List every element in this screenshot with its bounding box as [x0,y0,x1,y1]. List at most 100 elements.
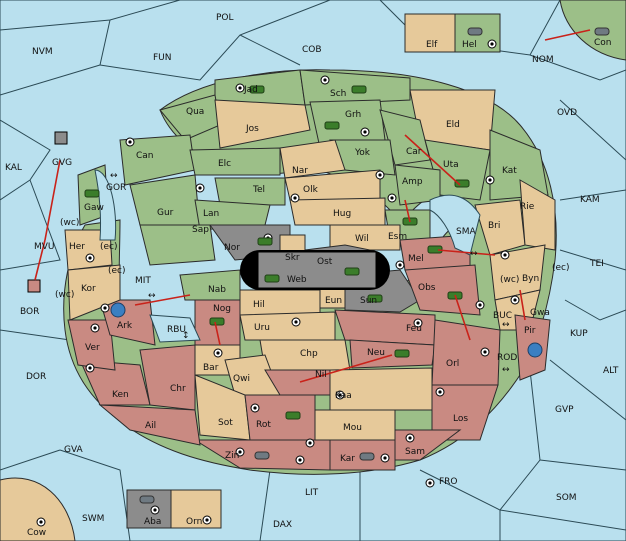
army-icon[interactable] [257,237,273,246]
svg-text:Rie: Rie [520,202,535,212]
army-icon[interactable] [249,85,265,94]
svg-text:↔: ↔ [502,320,510,330]
army-icon[interactable] [454,179,470,188]
army-icon[interactable] [264,274,280,283]
svg-text:Car: Car [406,147,422,157]
supply-centers [36,39,520,527]
province-obs[interactable] [404,264,481,316]
fleet-icon[interactable] [594,27,610,36]
svg-text:Gur: Gur [157,208,174,218]
fleet-icon[interactable] [139,495,155,504]
province-ail[interactable] [98,404,201,446]
svg-text:SOM: SOM [556,493,577,503]
svg-text:ALT: ALT [603,366,619,376]
svg-text:Amp: Amp [402,177,423,187]
svg-text:Kat: Kat [502,166,517,176]
province-tel[interactable] [214,177,286,206]
province-wil[interactable] [329,224,401,251]
svg-text:Los: Los [453,414,468,424]
svg-text:Ken: Ken [112,390,129,400]
box-orn[interactable] [170,489,222,529]
svg-text:Eun: Eun [325,296,342,306]
province-kor[interactable] [67,264,121,321]
svg-text:GVG: GVG [52,158,72,168]
svg-text:↔: ↔ [502,365,510,375]
army-icon[interactable] [209,317,225,326]
svg-text:KAM: KAM [580,195,600,205]
svg-text:Eld: Eld [446,120,460,130]
svg-text:Ail: Ail [145,421,156,431]
svg-text:Mou: Mou [343,423,362,433]
svg-text:Bar: Bar [203,363,219,373]
svg-text:Cow: Cow [27,528,46,538]
province-sap[interactable] [139,224,216,266]
svg-text:(wc): (wc) [55,290,74,300]
svg-text:Mel: Mel [408,254,424,264]
fleet-icon[interactable] [254,451,270,460]
province-hil[interactable] [239,289,321,316]
svg-text:Nil: Nil [315,370,327,380]
svg-text:Chp: Chp [300,349,318,359]
svg-text:Web: Web [287,275,307,285]
army-icon[interactable] [285,411,301,420]
svg-text:(ec): (ec) [552,263,570,273]
svg-text:NVM: NVM [32,47,53,57]
svg-text:Jos: Jos [245,124,259,134]
svg-text:Obs: Obs [418,283,436,293]
army-icon[interactable] [427,245,443,254]
province-jos[interactable] [214,99,311,149]
svg-text:LIT: LIT [305,488,319,498]
svg-text:Sun: Sun [360,296,377,306]
army-icon[interactable] [351,85,367,94]
army-icon[interactable] [324,121,340,130]
province-gur[interactable] [129,174,201,231]
svg-text:Rot: Rot [256,420,271,430]
svg-text:Grh: Grh [345,110,361,120]
svg-text:↔: ↔ [110,171,118,181]
globe-icon[interactable] [527,342,543,358]
svg-text:Gwa: Gwa [530,308,550,318]
order-arrows [34,29,591,383]
province-los[interactable] [431,384,499,441]
svg-text:Sot: Sot [218,418,233,428]
svg-text:Can: Can [136,151,154,161]
svg-text:MVU: MVU [34,242,55,252]
svg-text:Feu: Feu [406,324,422,334]
army-icon[interactable] [394,349,410,358]
province-rie[interactable] [519,179,556,251]
svg-text:Sch: Sch [330,89,346,99]
svg-text:POL: POL [216,13,234,23]
province-bor-marker [27,279,41,293]
globe-icon[interactable] [110,302,126,318]
svg-text:Tel: Tel [252,185,265,195]
fleet-icon[interactable] [467,27,483,36]
svg-text:(wc): (wc) [60,218,79,228]
svg-text:MIT: MIT [135,276,151,286]
fleet-icon[interactable] [359,452,375,461]
svg-text:Ver: Ver [85,343,100,353]
province-gvg-marker [54,131,68,145]
army-icon[interactable] [84,189,100,198]
province-elc[interactable] [189,147,281,176]
svg-text:Elc: Elc [218,159,231,169]
army-icon[interactable] [344,267,360,276]
svg-text:Qwi: Qwi [233,374,250,384]
svg-text:Kar: Kar [340,454,355,464]
province-nar[interactable] [279,139,346,179]
inlet-sma [429,194,481,256]
svg-text:Nar: Nar [292,166,308,176]
svg-text:NOM: NOM [532,55,554,65]
province-rot[interactable] [244,394,316,441]
army-icon[interactable] [367,294,383,303]
svg-text:BOR: BOR [20,307,39,317]
svg-text:Chr: Chr [170,384,186,394]
svg-text:RBU: RBU [167,325,186,335]
labels: POL NVM FUN COB NOM OVD KAL KAM TEI BOR … [5,13,619,538]
svg-text:Esm: Esm [388,232,407,242]
province-ver[interactable] [67,319,116,371]
svg-text:Orn: Orn [186,517,202,527]
svg-text:Olk: Olk [303,185,319,195]
svg-text:Ark: Ark [117,321,133,331]
province-kaa[interactable] [329,367,433,411]
